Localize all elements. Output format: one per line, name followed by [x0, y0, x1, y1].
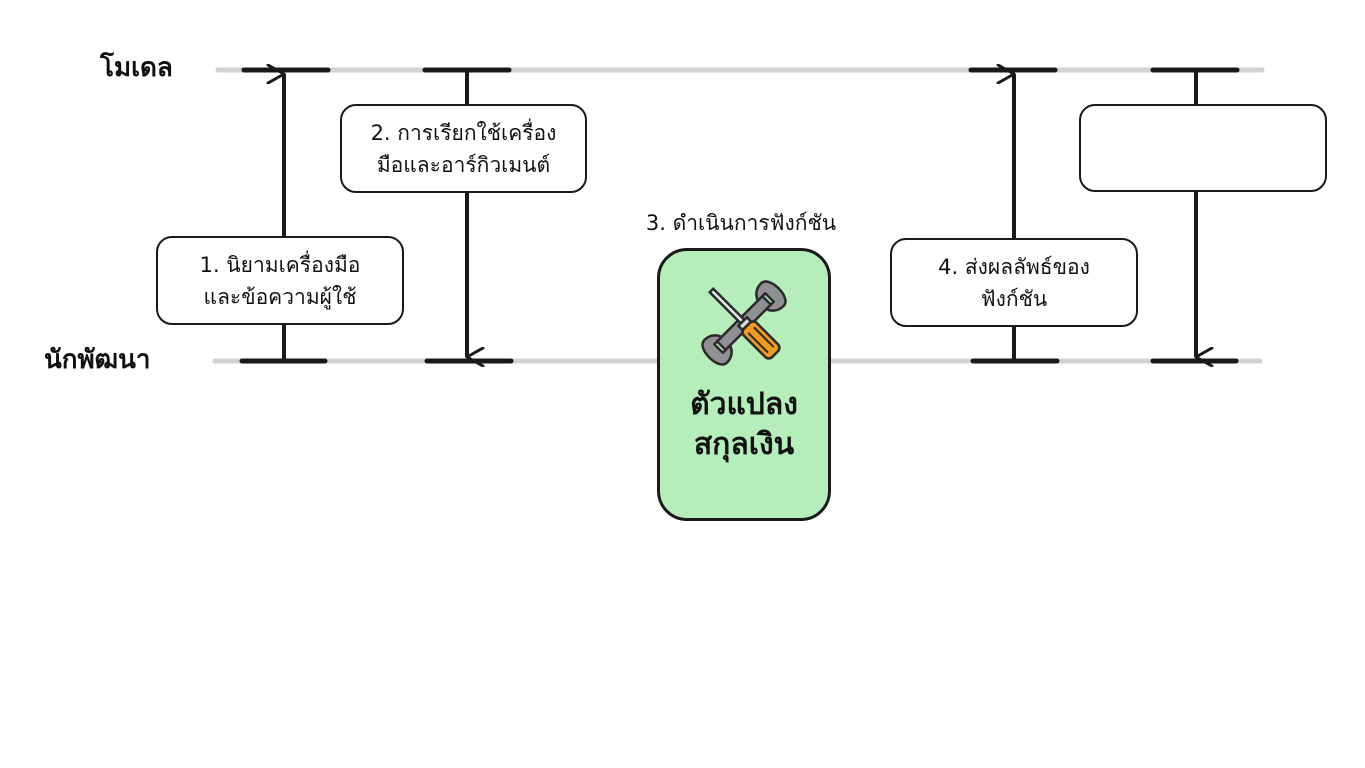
- step-3-label: 3. ดำเนินการฟังก์ชัน: [645, 211, 837, 235]
- converter-title-line-2: สกุลเงิน: [693, 427, 795, 462]
- tools-icon: [701, 280, 787, 366]
- currency-converter-block: ตัวแปลง สกุลเงิน: [657, 248, 831, 521]
- converter-title: ตัวแปลง สกุลเงิน: [690, 385, 798, 465]
- step-2-line-2: มือและอาร์กิวเมนต์: [376, 152, 551, 177]
- step-1-line-2: และข้อความผู้ใช้: [203, 284, 357, 309]
- lane-label-model: โมเดล: [100, 53, 173, 83]
- step-2-box: 2. การเรียกใช้เครื่อง มือและอาร์กิวเมนต์: [340, 104, 587, 193]
- step-4-line-2: ฟังก์ชัน: [980, 286, 1048, 311]
- step-2-line-1: 2. การเรียกใช้เครื่อง: [370, 120, 557, 145]
- step-1-box: 1. นิยามเครื่องมือ และข้อความผู้ใช้: [156, 236, 404, 325]
- step-4-box: 4. ส่งผลลัพธ์ของ ฟังก์ชัน: [890, 238, 1138, 327]
- step-4-line-1: 4. ส่งผลลัพธ์ของ: [938, 254, 1090, 279]
- step-5-box: [1079, 104, 1327, 192]
- lane-label-developer: นักพัฒนา: [44, 345, 151, 375]
- step-1-line-1: 1. นิยามเครื่องมือ: [199, 252, 361, 277]
- converter-title-line-1: ตัวแปลง: [690, 387, 798, 422]
